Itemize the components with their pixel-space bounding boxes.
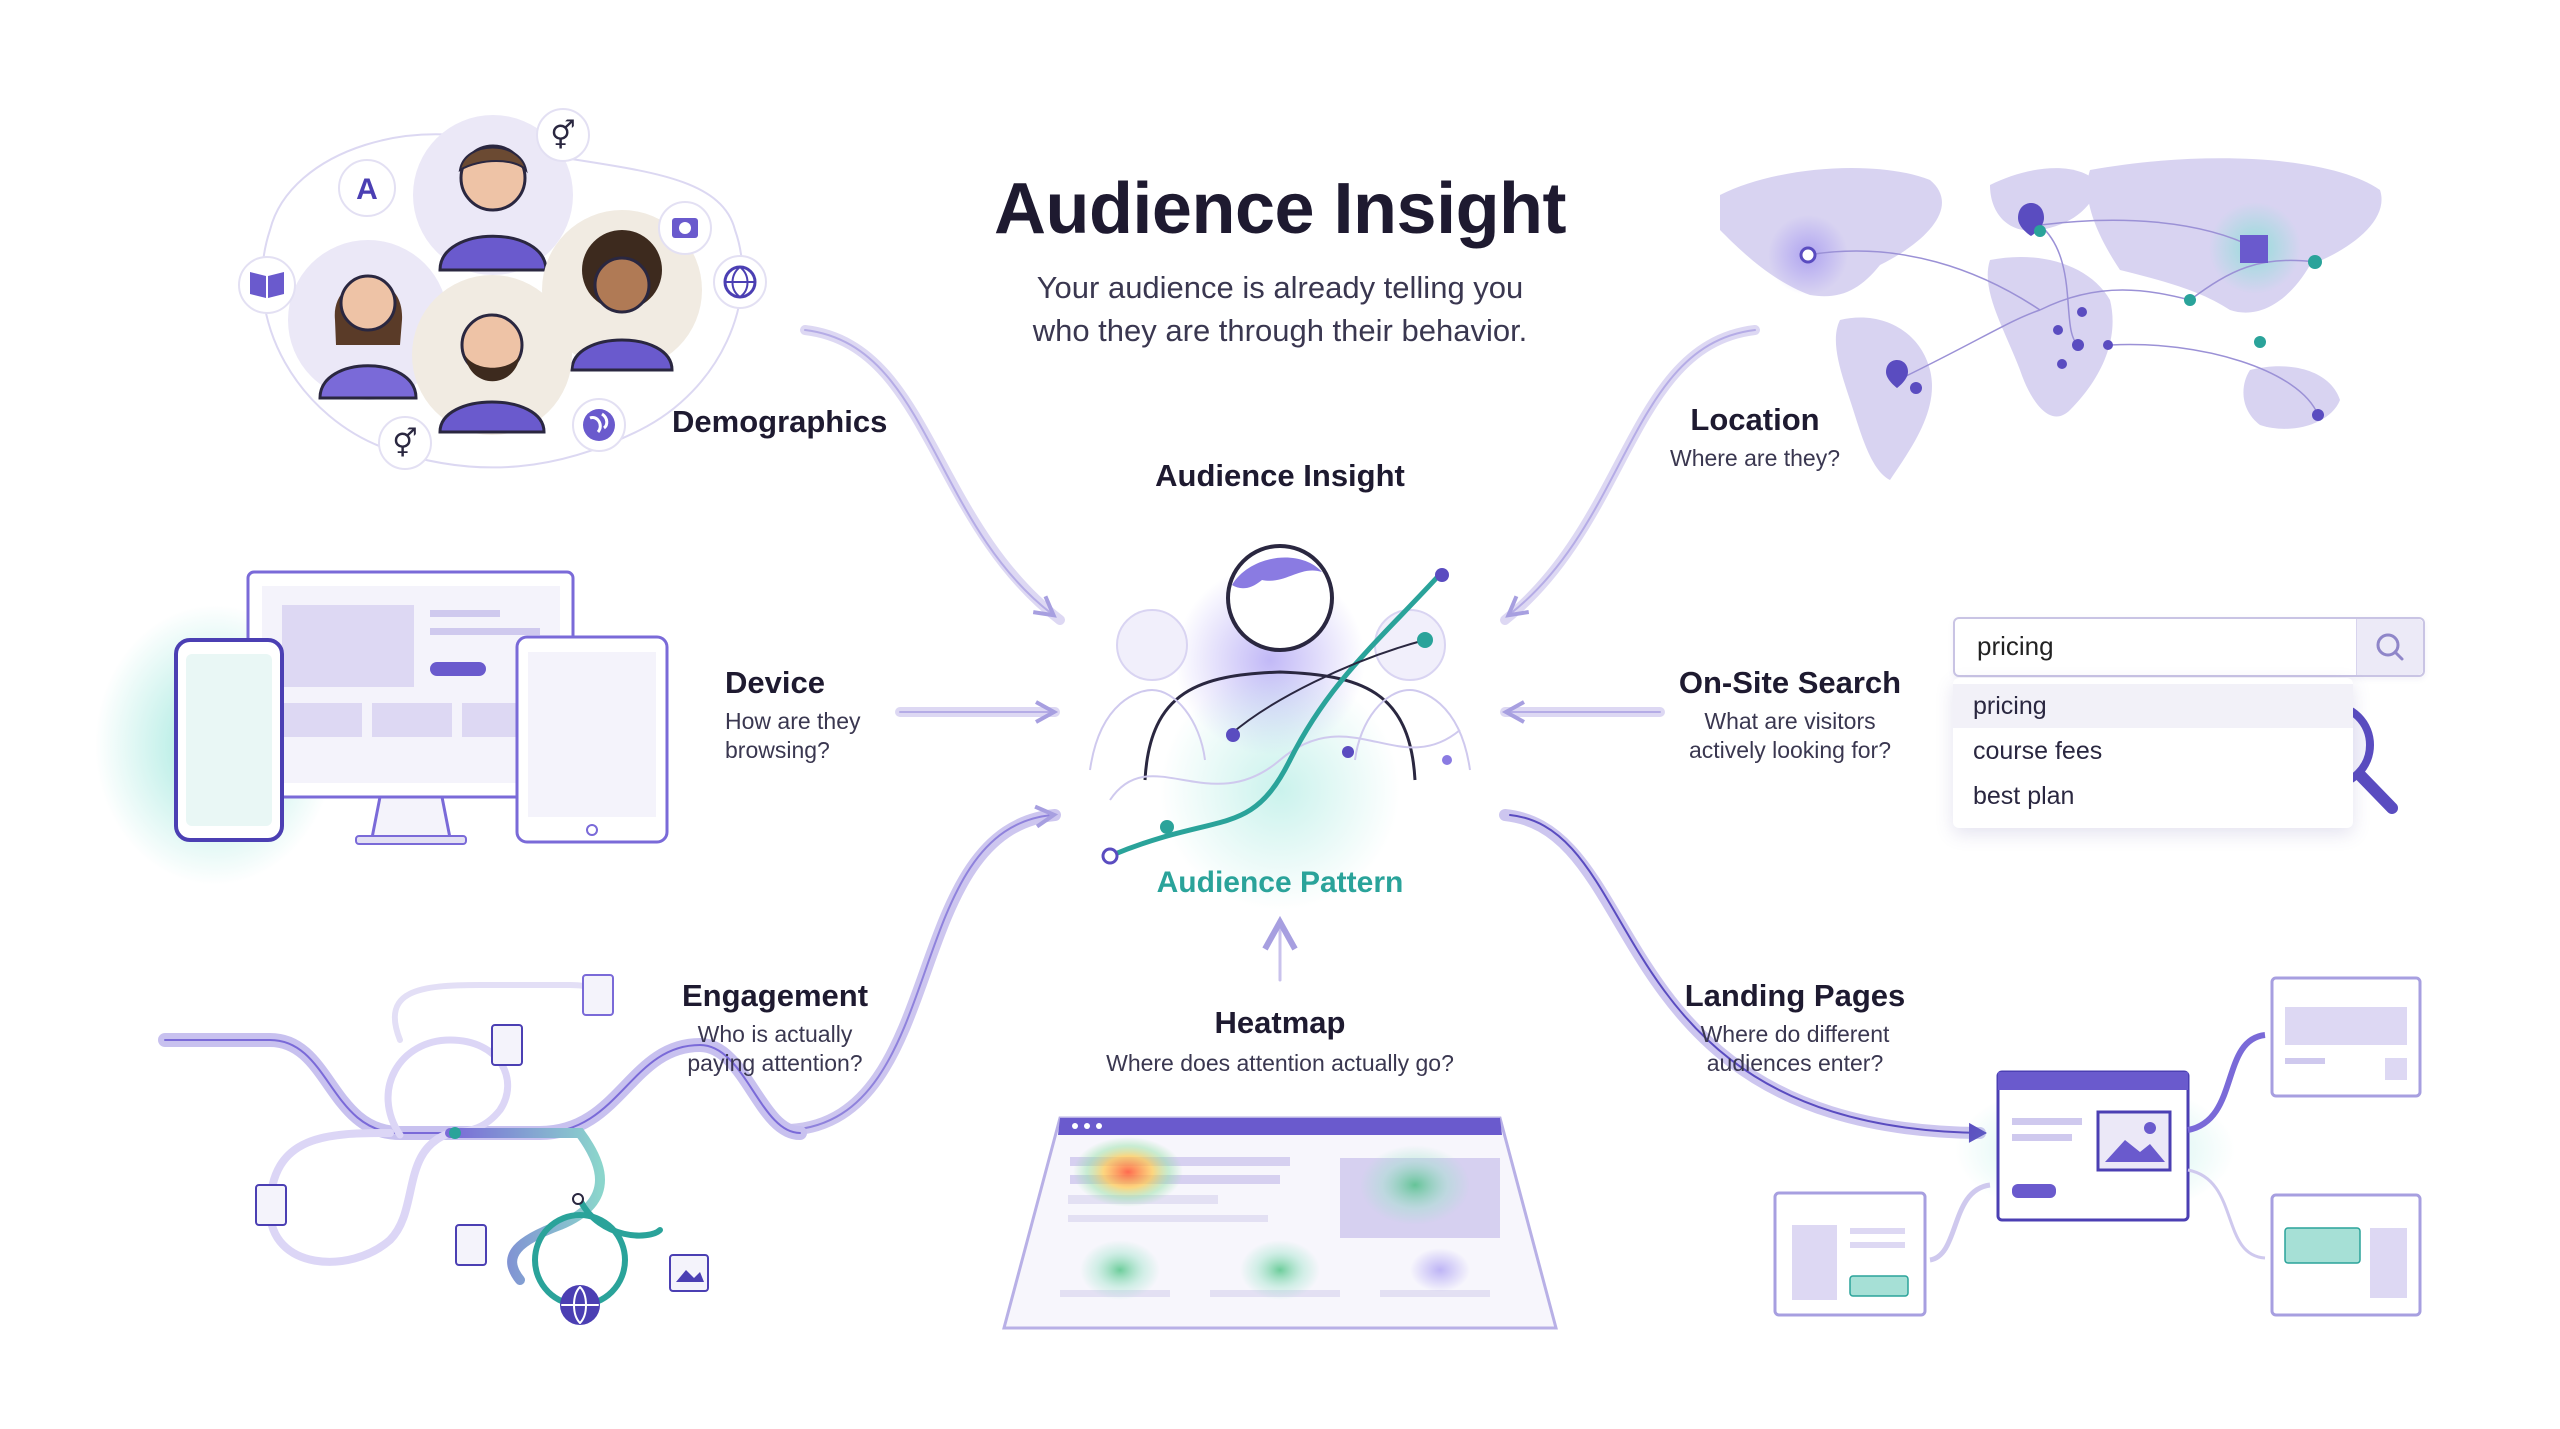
device-block: Device How are they browsing? [725,665,861,765]
connector-landing [1499,809,1986,1139]
device-desc-line-2: browsing? [725,737,830,763]
svg-text:A: A [356,173,378,206]
audience-pattern-label: Audience Pattern [1156,866,1404,899]
heatmap-illustration [1002,1116,1558,1330]
search-icon [2376,633,2404,661]
world-map [1720,158,2382,480]
demographics-illustration: A ⚥ ⚥ [238,108,767,470]
onsite-search-block: On-Site Search What are visitors activel… [1640,665,1940,765]
onsite-search-desc-line-1: What are visitors [1704,708,1876,734]
heatmap-label: Heatmap [1214,1005,1346,1040]
device-desc-line-1: How are they [725,708,861,734]
engagement-desc-line-2: paying attention? [687,1050,863,1076]
location-label: Location [1690,402,1820,437]
demographics-label: Demographics [672,404,888,439]
landing-pages-desc-line-2: audiences enter? [1706,1050,1884,1076]
location-desc: Where are they? [1669,445,1841,471]
suggestion-item[interactable]: best plan [1973,782,2075,810]
engagement-label: Engagement [681,978,869,1013]
search-query: pricing [1977,631,2054,661]
connector-demographics [800,325,1065,625]
search-button[interactable] [2356,619,2423,675]
page-title: Audience Insight [993,169,1567,249]
suggestion-item[interactable]: pricing [1973,692,2047,720]
landing-pages-desc-line-1: Where do different [1700,1021,1890,1047]
engagement-block: Engagement Who is actually paying attent… [625,978,925,1078]
subtitle-line-2: who they are through their behavior. [1032,313,1528,348]
onsite-search-desc-line-2: actively looking for? [1689,737,1891,763]
heatmap-desc: Where does attention actually go? [1106,1050,1454,1076]
connectors [784,325,1987,1143]
suggestion-highlight [1953,684,2353,728]
landing-pages-label: Landing Pages [1684,978,1906,1013]
heatmap-block: Heatmap Where does attention actually go… [1030,1005,1530,1078]
landing-pages-illustration [1773,976,2422,1317]
landing-pages-block: Landing Pages Where do different audienc… [1640,978,1950,1078]
suggestion-item[interactable]: course fees [1973,737,2103,765]
subtitle-line-1: Your audience is already telling you [1036,270,1524,305]
device-label: Device [725,665,825,700]
pattern-line [1109,570,1444,859]
center-label: Audience Insight [1155,458,1405,493]
connector-engagement [784,809,1061,1136]
audience-pattern-graphic [1089,544,1471,910]
device-illustration [95,570,669,885]
page-subtitle: Your audience is already telling you who… [930,266,1630,352]
search-input[interactable]: pricing [1953,617,2425,677]
location-block: Location Where are they? [1615,402,1895,473]
svg-text:⚥: ⚥ [550,119,575,152]
engagement-illustration [158,974,807,1325]
connector-location [1500,325,1760,625]
svg-text:⚥: ⚥ [392,427,417,460]
search-suggestions: pricing course fees best plan [1953,678,2353,828]
engagement-desc-line-1: Who is actually [697,1021,853,1047]
onsite-search-label: On-Site Search [1678,665,1902,700]
